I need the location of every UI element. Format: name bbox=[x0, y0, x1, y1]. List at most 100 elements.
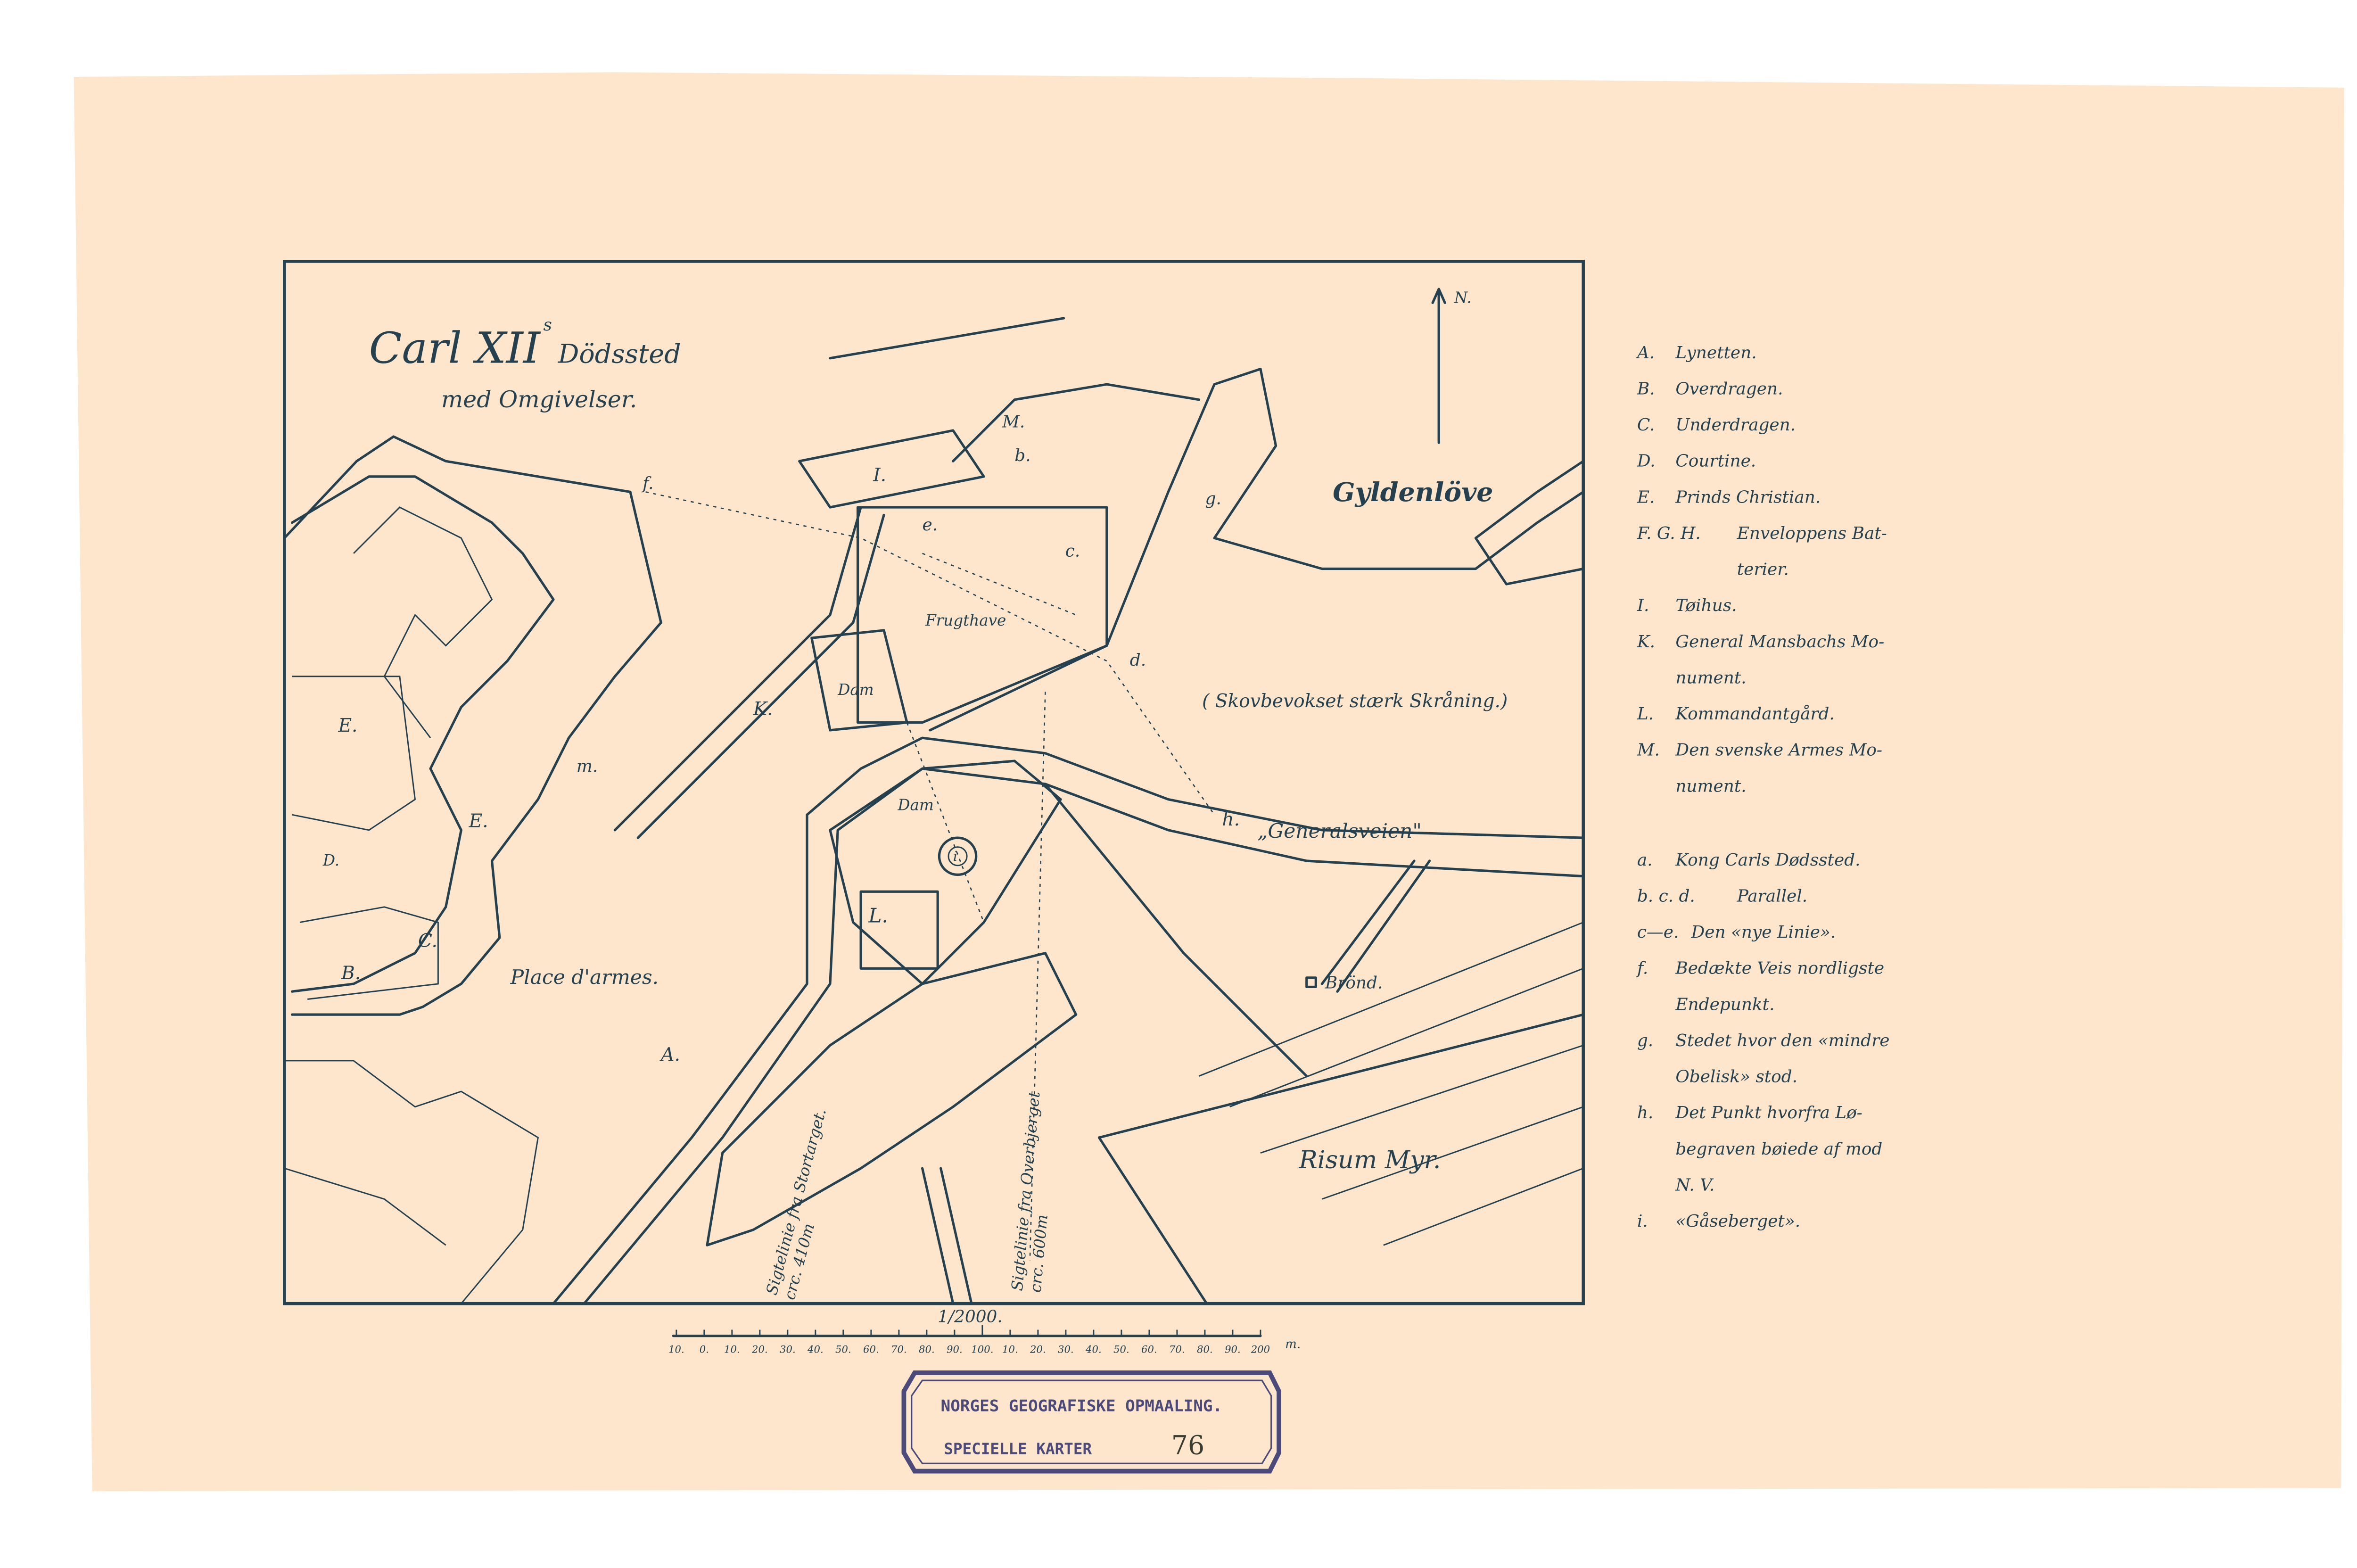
scale-tick-label: 20. bbox=[1030, 1343, 1046, 1355]
map-frame bbox=[283, 260, 1585, 1305]
label-e: e. bbox=[923, 515, 938, 535]
label-h: h. bbox=[1222, 809, 1240, 830]
scale-tick-label: 0. bbox=[700, 1343, 709, 1355]
label-M: M. bbox=[1002, 412, 1025, 431]
legend-lower-text: «Gåseberget». bbox=[1675, 1212, 1800, 1231]
scale-tick-label: 80. bbox=[1197, 1343, 1213, 1355]
scale-tick-label: 40. bbox=[1085, 1343, 1102, 1355]
legend-upper-key: B. bbox=[1637, 379, 1655, 398]
label-K: K. bbox=[753, 698, 773, 719]
legend-upper-text: terier. bbox=[1737, 560, 1789, 579]
legend-lower-key: c—e. bbox=[1637, 923, 1679, 942]
scale-tick-label: 70. bbox=[1169, 1343, 1185, 1355]
scale-tick-label: 70. bbox=[891, 1343, 907, 1355]
legend-lower-text: begraven bøiede af mod bbox=[1675, 1139, 1882, 1159]
label-D: D. bbox=[322, 851, 339, 869]
legend-upper-text: nument. bbox=[1675, 668, 1746, 687]
legend-upper-key: A. bbox=[1636, 343, 1655, 363]
legend-lower-key: f. bbox=[1636, 959, 1648, 978]
legend-lower-text: Parallel. bbox=[1737, 886, 1807, 906]
map-title: Carl XII s Dödssted med Omgivelser. bbox=[369, 315, 681, 413]
legend-lower-text: Obelisk» stod. bbox=[1675, 1067, 1797, 1087]
label-place-darmes: Place d'armes. bbox=[510, 966, 659, 989]
scale-tick-label: 50. bbox=[835, 1343, 851, 1355]
legend-lower-key: h. bbox=[1637, 1103, 1654, 1122]
legend-lower-key: a. bbox=[1637, 850, 1653, 870]
legend-lower-text: Det Punkt hvorfra Lø- bbox=[1675, 1103, 1862, 1122]
legend-lower-text: Endepunkt. bbox=[1675, 995, 1774, 1014]
legend-upper-text: Kommandantgård. bbox=[1675, 704, 1835, 724]
label-i: i bbox=[953, 848, 957, 864]
map-drawing bbox=[284, 317, 1583, 1304]
legend-lower-text: Kong Carls Dødssted. bbox=[1675, 850, 1860, 870]
legend-upper-text: Overdragen. bbox=[1675, 379, 1783, 398]
scale-bar: 1/2000. 10. 0. 10. 20. 30. 40. 50. 60. 70. 80. 90.… bbox=[668, 1307, 1301, 1355]
label-gyldenlove: Gyldenlöve bbox=[1333, 477, 1493, 508]
scale-tick-label: 50. bbox=[1113, 1343, 1129, 1355]
archive-stamp: NORGES GEOGRAFISKE OPMAALING. SPECIELLE … bbox=[901, 1370, 1281, 1474]
legend-lower-key: g. bbox=[1637, 1031, 1653, 1050]
scale-unit: m. bbox=[1285, 1337, 1301, 1352]
title-dodssted: Dödssted bbox=[558, 339, 681, 370]
legend-upper-text: Lynetten. bbox=[1675, 343, 1756, 363]
north-arrow: N. bbox=[1431, 288, 1472, 444]
scale-tick-label: 10. bbox=[1002, 1343, 1018, 1355]
scale-tick-label: 100. bbox=[971, 1343, 993, 1355]
scale-tick-label: 90. bbox=[1225, 1343, 1241, 1355]
label-E: E. bbox=[338, 715, 357, 736]
title-superscript: s bbox=[543, 315, 552, 335]
legend-lower-key: i. bbox=[1637, 1212, 1648, 1231]
legend-upper-text: nument. bbox=[1675, 776, 1746, 796]
title-main: Carl XII bbox=[369, 323, 541, 373]
legend-upper-key: F. G. H. bbox=[1637, 524, 1701, 543]
label-dam: Dam bbox=[897, 796, 933, 814]
scale-tick-label: 60. bbox=[1141, 1343, 1157, 1355]
label-f: f. bbox=[641, 474, 653, 493]
scale-tick-label: 40. bbox=[807, 1343, 824, 1355]
legend-upper-text: Underdragen. bbox=[1675, 415, 1796, 435]
legend-upper-key: M. bbox=[1637, 741, 1660, 760]
legend-upper-key: E. bbox=[1637, 487, 1655, 507]
scale-ratio: 1/2000. bbox=[938, 1307, 1003, 1326]
scale-tick-label: 60. bbox=[863, 1343, 879, 1355]
legend-upper-key: L. bbox=[1637, 704, 1654, 724]
legend-upper-key: K. bbox=[1637, 632, 1655, 652]
legend-lower-text: Bedækte Veis nordligste bbox=[1675, 959, 1884, 978]
scale-tick-label: 30. bbox=[1058, 1343, 1074, 1355]
scale-tick-label: 10. bbox=[668, 1343, 684, 1355]
label-generalsveien: „Generalsveien" bbox=[1257, 819, 1421, 842]
label-m: m. bbox=[577, 757, 598, 776]
label-frugthave: Frugthave bbox=[925, 611, 1006, 629]
scale-tick-label: 20. bbox=[751, 1343, 768, 1355]
legend: A. Lynetten. B. Overdragen. C. Underdragen. D.… bbox=[1636, 343, 1890, 1231]
stamp-title: NORGES GEOGRAFISKE OPMAALING. bbox=[941, 1396, 1222, 1415]
north-label: N. bbox=[1454, 289, 1472, 306]
stamp-number: 76 bbox=[1171, 1431, 1205, 1461]
legend-upper-key: C. bbox=[1637, 415, 1655, 435]
label-d: d. bbox=[1130, 651, 1146, 670]
legend-lower-text: Den «nye Linie». bbox=[1690, 923, 1836, 942]
legend-upper-key: D. bbox=[1637, 452, 1656, 471]
label-g: g. bbox=[1205, 489, 1221, 509]
paper bbox=[74, 72, 2344, 1491]
label-dam: Dam bbox=[837, 681, 874, 699]
legend-upper-text: Courtine. bbox=[1675, 452, 1756, 471]
label-B: B. bbox=[341, 963, 361, 984]
legend-upper-text: Tøihus. bbox=[1675, 596, 1737, 615]
label-C: C. bbox=[418, 931, 437, 952]
label-F: E. bbox=[469, 810, 488, 832]
label-A: A. bbox=[659, 1044, 680, 1065]
label-L: L. bbox=[868, 904, 888, 927]
scale-tick-label: 10. bbox=[724, 1343, 740, 1355]
legend-upper-text: Enveloppens Bat- bbox=[1737, 524, 1887, 543]
scale-tick-label: 200 bbox=[1251, 1343, 1270, 1355]
label-risum-myr: Risum Myr. bbox=[1298, 1146, 1441, 1174]
scale-tick-label: 30. bbox=[780, 1343, 796, 1355]
stamp-series: SPECIELLE KARTER bbox=[944, 1440, 1092, 1458]
label-brond: Brönd. bbox=[1325, 974, 1383, 993]
scale-tick-label: 80. bbox=[919, 1343, 935, 1355]
label-skraaning: ( Skovbevokset stærk Skråning.) bbox=[1202, 691, 1508, 712]
legend-upper-text: Prinds Christian. bbox=[1675, 487, 1821, 507]
legend-lower-key: b. c. d. bbox=[1637, 886, 1695, 906]
